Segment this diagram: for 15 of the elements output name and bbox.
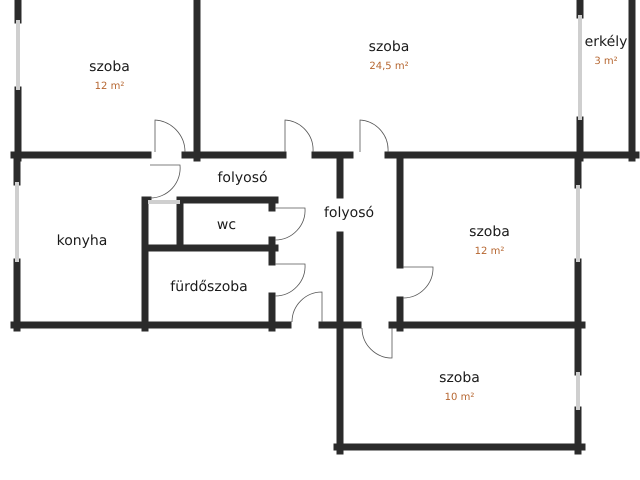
area-label: 10 m² (444, 392, 474, 403)
room-label: folyosó (324, 205, 374, 221)
room-label: wc (216, 216, 236, 232)
area-label: 3 m² (594, 56, 618, 66)
room-label: szoba (89, 58, 130, 74)
room-label: fürdőszoba (170, 279, 248, 295)
room-label: szoba (469, 224, 510, 240)
room-label: szoba (368, 38, 410, 54)
room-label: konyha (56, 232, 108, 248)
room-label: erkély (584, 34, 628, 50)
room-label: szoba (439, 370, 480, 386)
area-label: 24,5 m² (369, 60, 409, 72)
area-label: 12 m² (474, 246, 504, 257)
area-label: 12 m² (94, 80, 124, 92)
room-label: folyosó (217, 170, 268, 186)
